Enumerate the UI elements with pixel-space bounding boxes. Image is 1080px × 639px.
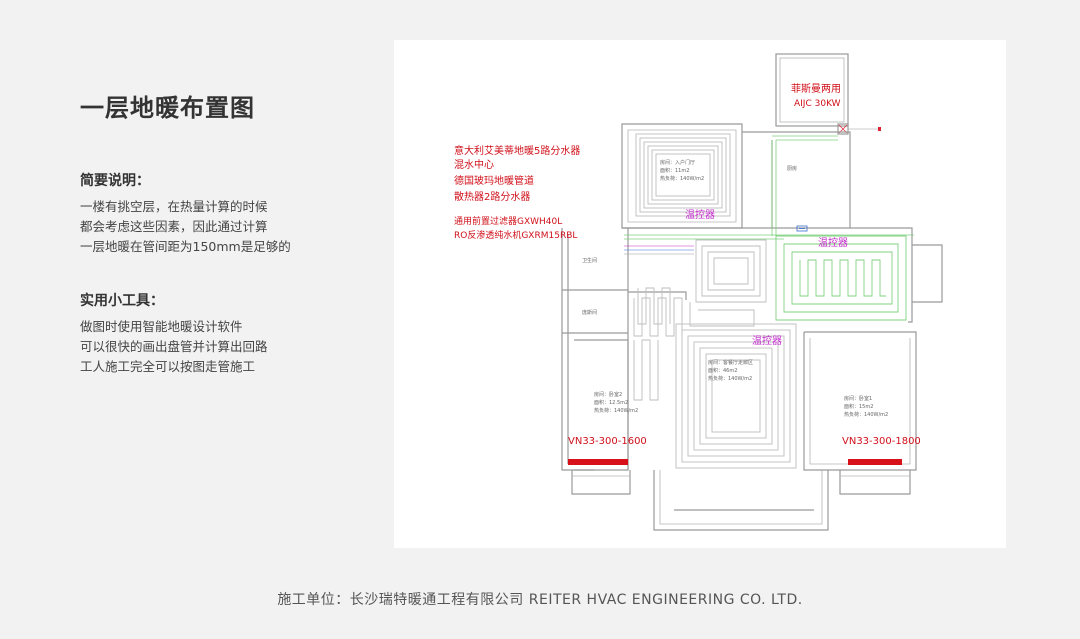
notes-line: 一楼有挑空层，在热量计算的时候 [80,199,268,214]
living-heating-coil [624,135,914,321]
radiator-left [568,459,628,465]
radiator-left-label: VN33-300-1600 [568,436,647,447]
boiler-label-2: AIJC 30KW [794,99,841,109]
room-info: 面积：15m2 [844,403,873,410]
room-info: 热负荷：140W/m2 [594,407,638,414]
notes-line: 一层地暖在管间距为150mm是足够的 [80,239,291,254]
boiler-room [775,53,881,135]
room-info: 面积：12.5m2 [594,399,628,406]
kitchen-heating-coil [675,323,797,469]
thermostat-label: 温控器 [685,208,715,221]
radiator-right [848,459,902,465]
equipment-label: 散热器2路分水器 [454,190,530,203]
room-info: 房间：卧室1 [844,395,872,402]
tools-line: 可以很快的画出盘管并计算出回路 [80,339,268,354]
page-title: 一层地暖布置图 [80,94,255,122]
radiator-right-label: VN33-300-1800 [842,436,921,447]
floor-plan-panel: 菲斯曼两用 AIJC 30KW [394,40,1006,548]
supply-pipes [624,245,694,255]
dining-heating-coil [633,239,767,401]
filter-label: RO反渗透纯水机GXRM15RBL [454,229,577,241]
floor-plan-drawing: 菲斯曼两用 AIJC 30KW [454,53,943,531]
thermostat-label: 温控器 [752,334,782,347]
equipment-label: 混水中心 [454,158,494,171]
thermostat-label: 温控器 [818,236,848,249]
equipment-label: 意大利艾美蒂地暖5路分水器 [454,144,580,157]
room-info: 房间：卧室2 [594,391,622,398]
room-name: 厨房 [787,165,797,172]
room-info: 热负荷：140W/m2 [660,175,704,182]
room-name: 卫生间 [582,257,597,264]
filter-label: 通用前置过滤器GXWH40L [454,215,562,227]
room-info: 热负荷：140W/m2 [708,375,752,382]
notes-line: 都会考虑这些因素，因此通过计算 [80,219,268,234]
room-name: 庞斯间 [582,309,597,316]
room-info: 面积：46m2 [708,367,737,374]
tools-heading: 实用小工具： [80,293,164,309]
bath-heating-coil [637,287,671,325]
notes-heading: 简要说明： [80,173,150,189]
room-info: 房间：入户门厅 [660,159,695,166]
entry-heating-coil [635,133,731,217]
footer-company: 施工单位：长沙瑞特暖通工程有限公司 REITER HVAC ENGINEERIN… [277,592,803,608]
room-info: 热负荷：140W/m2 [844,411,888,418]
tools-line: 工人施工完全可以按图走管施工 [80,359,256,374]
equipment-label: 德国玻玛地暖管道 [454,174,534,187]
tools-line: 做图时使用智能地暖设计软件 [80,319,243,334]
room-info: 面积：11m2 [660,167,689,174]
boiler-label-1: 菲斯曼两用 [791,82,841,95]
outer-walls [561,123,943,531]
room-info: 房间：客餐厅走廊区 [708,359,753,366]
